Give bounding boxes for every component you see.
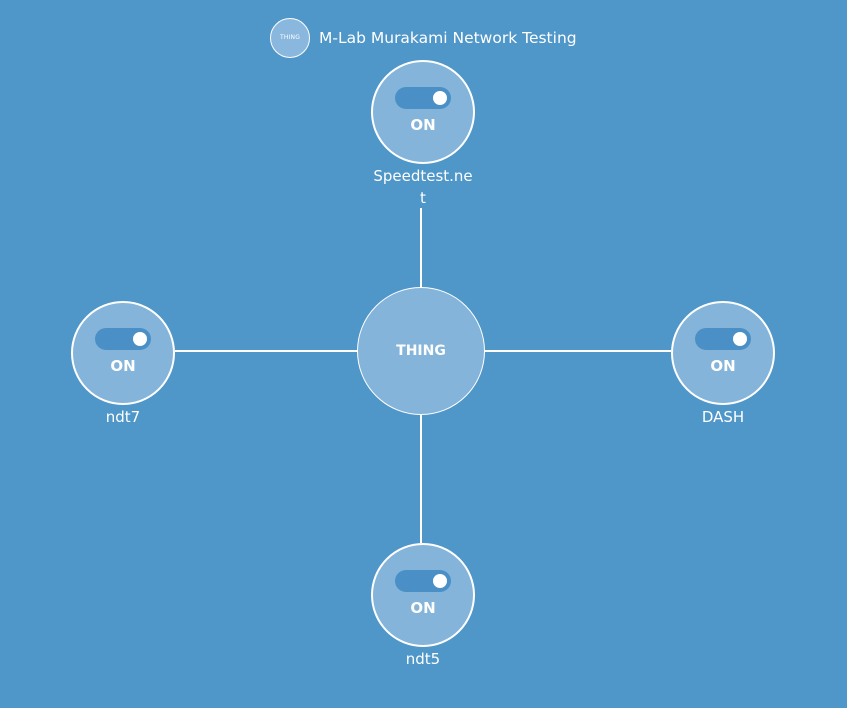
ndt5-label: ndt5 bbox=[405, 650, 441, 668]
ndt5-node[interactable]: ON bbox=[371, 543, 475, 647]
dash-toggle[interactable] bbox=[695, 328, 751, 350]
speedtest-state: ON bbox=[410, 116, 436, 134]
app-title: M-Lab Murakami Network Testing bbox=[319, 28, 577, 47]
toggle-knob bbox=[433, 574, 447, 588]
toggle-knob bbox=[133, 332, 147, 346]
thing-hub: THING bbox=[357, 287, 485, 415]
thing-logo: THING bbox=[270, 17, 310, 58]
speedtest-node[interactable]: ON bbox=[371, 60, 475, 164]
dash-label: DASH bbox=[701, 408, 745, 426]
dash-state: ON bbox=[710, 357, 736, 375]
ndt5-toggle[interactable] bbox=[395, 570, 451, 592]
ndt7-toggle[interactable] bbox=[95, 328, 151, 350]
app-header: THING M-Lab Murakami Network Testing bbox=[270, 17, 577, 58]
toggle-knob bbox=[433, 91, 447, 105]
toggle-knob bbox=[733, 332, 747, 346]
ndt5-state: ON bbox=[410, 599, 436, 617]
ndt7-label: ndt7 bbox=[105, 408, 141, 426]
speedtest-label: Speedtest.net bbox=[373, 167, 473, 207]
ndt7-state: ON bbox=[110, 357, 136, 375]
dash-node[interactable]: ON bbox=[671, 301, 775, 405]
ndt7-node[interactable]: ON bbox=[71, 301, 175, 405]
speedtest-toggle[interactable] bbox=[395, 87, 451, 109]
